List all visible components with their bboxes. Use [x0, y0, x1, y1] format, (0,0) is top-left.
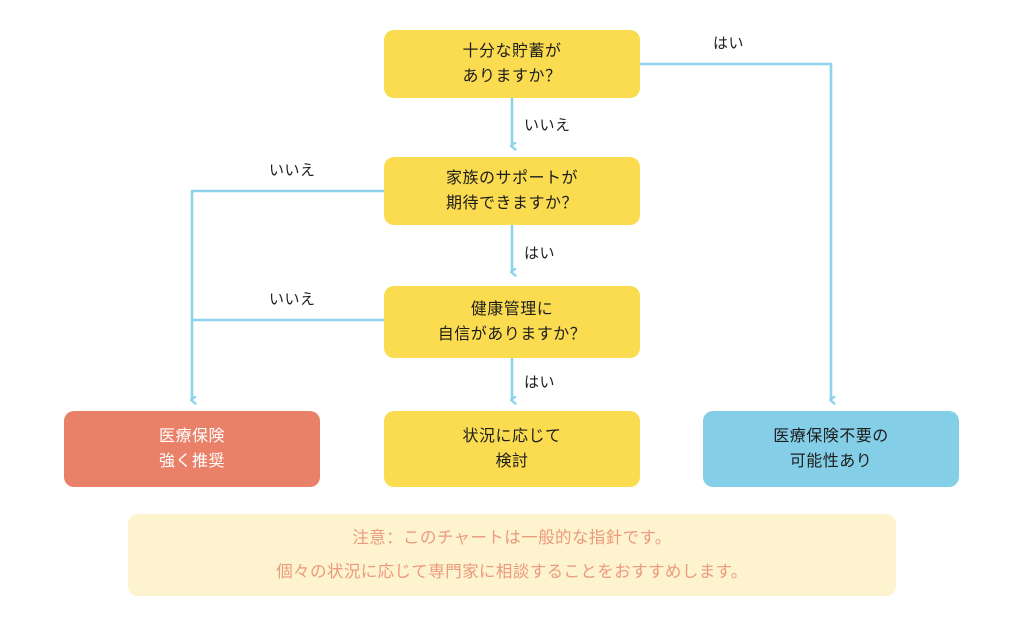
node-r1-line2: 強く推奨: [158, 451, 225, 470]
edge-label-q2-no: いいえ: [269, 161, 316, 179]
node-q1-line1: 十分な貯蓄が: [462, 41, 562, 61]
node-q3-line2: 自信がありますか？: [437, 324, 587, 343]
node-result-consider[interactable]: 状況に応じて 検討: [384, 411, 640, 487]
node-q3-line1: 健康管理に: [470, 299, 554, 319]
node-q2-line1: 家族のサポートが: [445, 168, 578, 188]
node-r3-line1: 医療保険不要の: [773, 426, 889, 446]
node-q3[interactable]: 健康管理に 自信がありますか？: [384, 286, 640, 358]
edge-label-q1-no: いいえ: [524, 116, 571, 134]
edge-label-q2-yes: はい: [524, 244, 556, 262]
node-q2-line2: 期待できますか？: [445, 193, 578, 212]
node-result-not-needed[interactable]: 医療保険不要の 可能性あり: [703, 411, 959, 487]
node-r3-line2: 可能性あり: [789, 451, 873, 470]
disclaimer-note: 注意：このチャートは一般的な指針です。 個々の状況に応じて専門家に相談することを…: [128, 514, 896, 596]
edge-q1-to-r3: [640, 62, 831, 400]
edge-label-q3-no: いいえ: [269, 290, 316, 308]
node-result-strongly-recommended[interactable]: 医療保険 強く推奨: [64, 411, 320, 487]
node-r2-line2: 検討: [495, 451, 529, 470]
node-r2-line1: 状況に応じて: [462, 426, 562, 446]
disclaimer-line2: 個々の状況に応じて専門家に相談することをおすすめします。: [276, 562, 748, 581]
node-q1-line2: ありますか？: [462, 66, 562, 85]
edge-label-q1-yes: はい: [713, 34, 745, 52]
disclaimer-line1: 注意：このチャートは一般的な指針です。: [352, 528, 672, 548]
edge-label-q3-yes: はい: [524, 373, 556, 391]
node-r1-line1: 医療保険: [158, 426, 225, 446]
node-q2[interactable]: 家族のサポートが 期待できますか？: [384, 157, 640, 225]
node-q1[interactable]: 十分な貯蓄が ありますか？: [384, 30, 640, 98]
